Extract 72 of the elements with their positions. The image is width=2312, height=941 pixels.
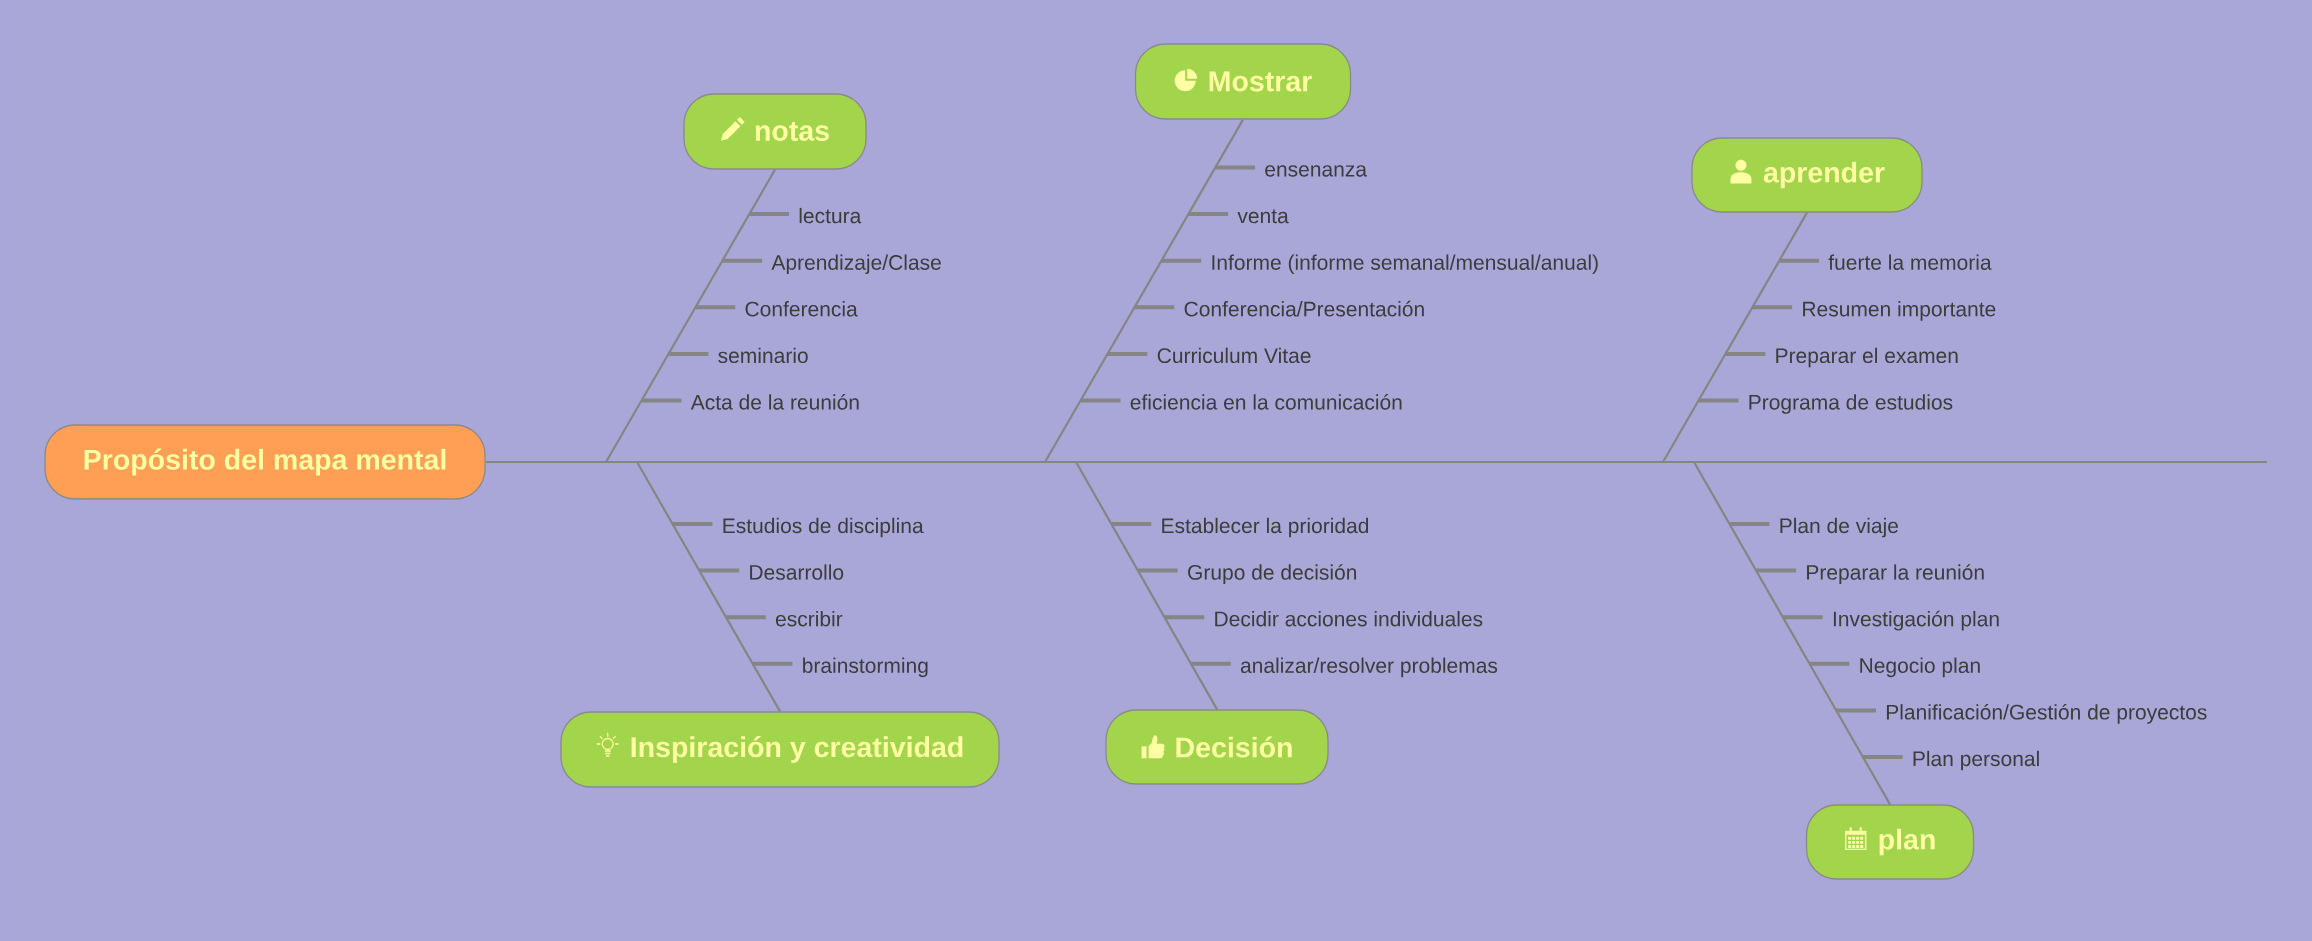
tick-line	[1782, 615, 1823, 620]
subtopic-label: Plan de viaje	[1780, 517, 1898, 538]
subtopic-label: Preparar el examen	[1776, 347, 1958, 368]
subtopic-label: eficiencia en la comunicación	[1130, 394, 1402, 410]
tick-line	[1698, 398, 1739, 403]
tick-line	[1215, 165, 1255, 170]
tick-line	[1134, 305, 1175, 310]
subtopic-label: Desarrollo	[750, 564, 844, 580]
spine-line	[485, 460, 2267, 464]
subtopic-label: Programa de estudios	[1749, 394, 1953, 414]
bone-line	[605, 169, 776, 463]
bone-line	[1044, 119, 1244, 463]
tick-line	[1809, 661, 1850, 666]
subtopic-label: fuerte la memoria	[1828, 254, 1992, 270]
subtopic-label: Conferencia/Presentación	[1184, 300, 1424, 317]
topic-box: Propósito del mapa mental	[44, 424, 486, 500]
subtopic-label: Estudios de disciplina	[723, 517, 924, 538]
subtopic-label: Planificación/Gestión de proyectos	[1886, 703, 2207, 724]
tick-line	[1164, 615, 1205, 620]
subtopic-label: venta	[1237, 209, 1289, 224]
subtopic-label: analizar/resolver problemas	[1240, 657, 1498, 678]
tick-line	[752, 661, 793, 666]
tick-line	[1835, 708, 1876, 713]
tick-line	[1778, 258, 1819, 263]
subtopic-label: Conferencia	[745, 301, 858, 317]
branch-box: Inspiración y creatividad	[560, 711, 1000, 788]
tick-line	[1862, 755, 1903, 759]
branch-box: Decisión	[1105, 709, 1329, 785]
subtopic-label: Negocio plan	[1860, 657, 1980, 678]
tick-line	[695, 305, 736, 310]
tick-line	[1190, 661, 1231, 666]
tick-line	[1725, 351, 1766, 356]
branch-box: plan	[1805, 804, 1975, 880]
subtopic-label: Curriculum Vitae	[1157, 347, 1311, 364]
tick-line	[1729, 522, 1770, 526]
tick-line	[1161, 258, 1202, 263]
subtopic-label: escribir	[775, 610, 843, 627]
subtopic-label: Grupo de decisión	[1188, 564, 1357, 584]
tick-line	[1111, 522, 1152, 526]
tick-line	[1137, 568, 1178, 573]
subtopic-label: brainstorming	[803, 657, 928, 678]
subtopic-label: Decidir acciones individuales	[1215, 610, 1483, 627]
subtopic-label: ensenanza	[1265, 165, 1367, 177]
tick-line	[1756, 568, 1797, 573]
tick-line	[641, 398, 682, 403]
bone-line	[1693, 461, 1891, 805]
subtopic-label: Establecer la prioridad	[1162, 517, 1369, 538]
subtopic-label: Preparar la reunión	[1807, 564, 1984, 584]
subtopic-label: seminario	[718, 347, 808, 364]
subtopic-label: Investigación plan	[1833, 610, 1999, 631]
subtopic-label: lectura	[799, 207, 862, 224]
bone-line	[1075, 461, 1218, 710]
subtopic-label: Acta de la reunión	[690, 394, 859, 410]
subtopic-label: Informe (informe semanal/mensual/anual)	[1212, 254, 1598, 275]
branch-box: notas	[683, 93, 867, 170]
subtopic-label: Aprendizaje/Clase	[771, 254, 941, 275]
tick-line	[722, 258, 763, 263]
branch-box: aprender	[1691, 137, 1923, 213]
tick-line	[1752, 305, 1793, 310]
tick-line	[725, 615, 766, 620]
tick-line	[699, 568, 740, 573]
tick-line	[1080, 398, 1121, 403]
branch-box: Mostrar	[1134, 43, 1352, 120]
bone-line	[636, 461, 781, 712]
tick-line	[672, 522, 713, 526]
bone-line	[1662, 212, 1808, 463]
tick-line	[668, 351, 709, 356]
subtopic-label: Plan personal	[1913, 750, 2039, 771]
tick-line	[1107, 351, 1148, 356]
tick-line	[749, 212, 789, 217]
subtopic-label: Resumen importante	[1803, 301, 1996, 321]
tick-line	[1188, 212, 1229, 217]
